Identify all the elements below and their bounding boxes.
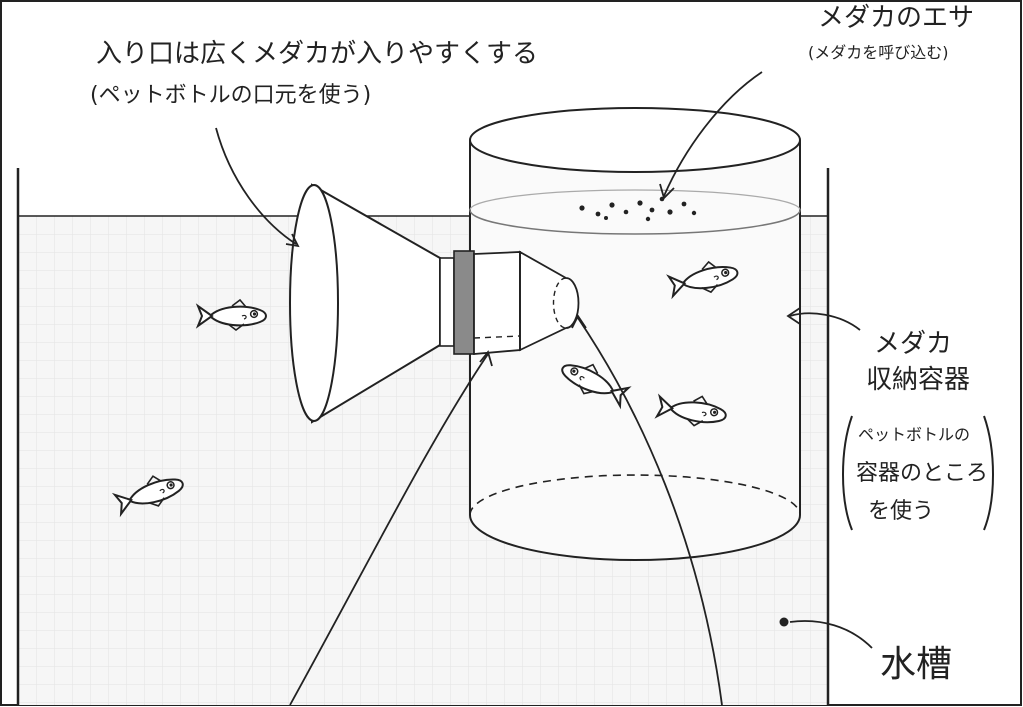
food-pellets [579, 196, 697, 222]
bottle-cap-band [453, 250, 475, 355]
tether-string-left [289, 353, 489, 706]
note-bracket-left [842, 415, 853, 531]
label-container-line1: メダカ [874, 329, 952, 359]
label-food-line2: (メダカを呼び込む) [808, 43, 949, 62]
leader-container [789, 312, 861, 331]
label-food-line1: メダカのエサ [818, 3, 974, 33]
label-container-note-line1: ペットボトルの [858, 425, 970, 444]
leader-food [663, 71, 763, 197]
note-bracket-right [983, 415, 994, 531]
funnel-mouth [289, 184, 339, 422]
leader-entrance [215, 127, 297, 245]
container-top-rim [469, 107, 801, 173]
container-water-line [469, 209, 801, 235]
label-tank: 水槽 [880, 644, 952, 685]
label-container-line2: 収納容器 [866, 365, 970, 395]
funnel-entrance [289, 183, 580, 424]
tank-marker-dot [779, 617, 789, 627]
storage-container [469, 107, 801, 561]
container-bottom-dashed [469, 474, 801, 516]
label-entrance-line2: (ペットボトルの口元を使う) [90, 83, 371, 108]
label-container-note-line2: 容器のところ [856, 461, 988, 486]
label-container-note-line3: を使う [868, 499, 934, 524]
label-entrance-line1: 入り口は広くメダカが入りやすくする [96, 39, 538, 69]
tether-string-right [577, 317, 723, 706]
leader-tank [789, 620, 873, 649]
